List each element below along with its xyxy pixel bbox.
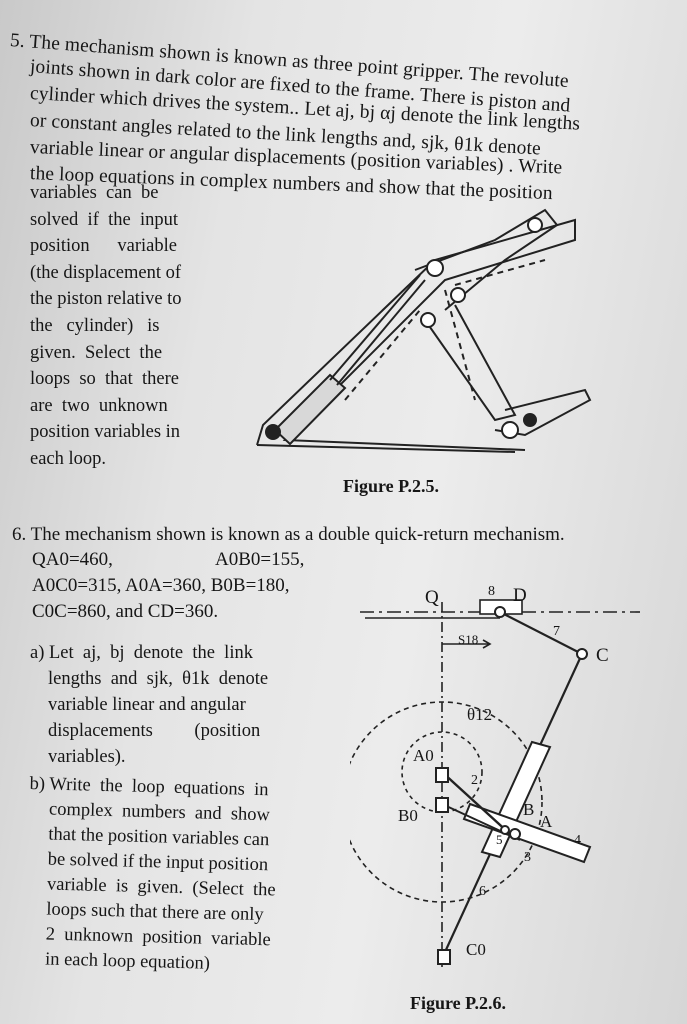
p5-narrow-line: loops so that there xyxy=(30,369,180,390)
label-5: 5 xyxy=(496,832,503,847)
p5-narrow-line: given. Select the xyxy=(30,342,163,363)
ground-pivot-c0 xyxy=(437,949,451,965)
p5-narrow-line: position variables in xyxy=(30,422,181,443)
joint-d xyxy=(494,606,506,618)
problem-5-number: 5. xyxy=(9,30,26,53)
p5-narrow-line: the cylinder) is xyxy=(30,315,160,336)
gripper-link-lower xyxy=(424,304,517,422)
label-3: 3 xyxy=(524,850,531,865)
p6-part-b: b) Write the loop equations in complex n… xyxy=(25,772,320,980)
p5-narrow-line: (the displacement of xyxy=(30,262,182,283)
label-d: D xyxy=(513,585,527,606)
label-a: A xyxy=(540,812,553,831)
p6-dim-row3: C0C=860, and CD=360. xyxy=(32,601,219,622)
gripper-link xyxy=(414,208,559,311)
crank-circle-inner xyxy=(401,731,483,813)
revolute-joint xyxy=(501,421,519,439)
piston-rod xyxy=(329,274,421,381)
ground-pivot-b0 xyxy=(435,797,449,813)
p6-intro: 6. The mechanism shown is known as a dou… xyxy=(12,524,565,545)
label-b0: B0 xyxy=(398,806,418,825)
label-2: 2 xyxy=(471,773,478,788)
joint-a xyxy=(509,828,521,840)
p5-narrow-column: variables can be solved if the input pos… xyxy=(30,180,210,473)
part-a-line: displacements (position xyxy=(48,721,261,741)
piston-cylinder xyxy=(273,373,347,446)
part-a-line: variables). xyxy=(48,747,126,767)
quick-return-figure xyxy=(350,599,640,967)
revolute-joint xyxy=(426,259,444,277)
ground-pivot-a0 xyxy=(435,767,449,783)
p5-narrow-line: variables can be xyxy=(30,183,159,203)
p5-narrow-line: position variable xyxy=(30,236,177,257)
p6-dim-row2: A0C0=315, A0A=360, B0B=180, xyxy=(32,575,290,596)
label-c: C xyxy=(596,645,609,666)
label-q: Q xyxy=(425,587,439,608)
label-a0: A0 xyxy=(413,746,434,765)
label-4: 4 xyxy=(574,833,581,848)
label-c0: C0 xyxy=(466,940,486,959)
joint-b xyxy=(500,825,510,835)
revolute-joint xyxy=(420,312,436,328)
figure-p25-caption: Figure P.2.5. xyxy=(343,476,440,496)
fixed-joint xyxy=(523,413,537,427)
p6-part-a: a) Let aj, bj denote the link lengths an… xyxy=(30,640,320,770)
label-7: 7 xyxy=(553,624,560,639)
link-7 xyxy=(499,611,583,655)
revolute-joint xyxy=(527,217,543,233)
label-theta12: θ12 xyxy=(467,705,493,724)
p5-narrow-line: are two unknown xyxy=(30,395,168,416)
part-a-line: variable linear and angular xyxy=(48,695,246,715)
p5-narrow-line: the piston relative to xyxy=(30,289,182,310)
joint-c xyxy=(576,648,588,660)
crank-link-2 xyxy=(441,771,511,835)
label-6: 6 xyxy=(479,884,486,899)
p5-narrow-line: each loop. xyxy=(30,448,107,469)
label-s18: S18 xyxy=(458,632,479,647)
revolute-joint xyxy=(450,287,466,303)
label-b: B xyxy=(523,800,535,819)
part-a-line: a) Let aj, bj denote the link xyxy=(30,643,253,663)
part-a-line: lengths and sjk, θ1k denote xyxy=(48,669,269,689)
p6-dim-a0b0: A0B0=155, xyxy=(215,549,305,570)
fixed-joint xyxy=(265,424,281,440)
p5-narrow-line: solved if the input xyxy=(30,209,178,230)
p6-dim-qa0: QA0=460, xyxy=(32,549,113,570)
gripper-figure xyxy=(256,208,592,453)
label-8: 8 xyxy=(488,584,495,599)
figure-p26-caption: Figure P.2.6. xyxy=(410,993,507,1013)
